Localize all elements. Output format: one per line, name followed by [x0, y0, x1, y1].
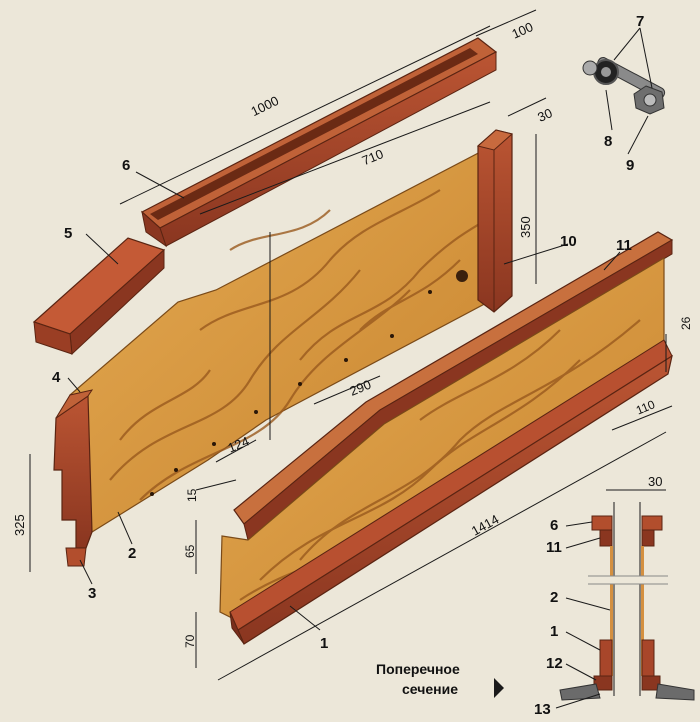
- nail-holes: [150, 290, 432, 496]
- part-10-vertical-post: [476, 129, 514, 313]
- callout-5: 5: [64, 225, 72, 242]
- bolt-head-icon: [582, 60, 598, 76]
- callout-3: 3: [88, 585, 96, 602]
- dimension-lines: [29, 9, 673, 681]
- dim-65: 65: [183, 544, 197, 558]
- callout-9: 9: [626, 157, 634, 174]
- dim-325: 325: [12, 514, 27, 536]
- part-1-base-rail: [229, 339, 673, 645]
- dim-1000: 1000: [249, 93, 282, 119]
- section-callout-13: 13: [534, 701, 551, 718]
- callout-4: 4: [52, 369, 61, 386]
- dim-350: 350: [518, 216, 533, 238]
- callout-7: 7: [636, 13, 644, 30]
- section-caption-line1: Поперечное: [376, 661, 460, 677]
- callout-1: 1: [320, 635, 328, 652]
- grain-lines: [109, 189, 487, 501]
- section-callout-1: 1: [550, 623, 558, 640]
- dim-70: 70: [183, 634, 197, 648]
- section-callout-6: 6: [550, 517, 558, 534]
- callout-10: 10: [560, 233, 577, 250]
- section-callout-11: 11: [546, 539, 562, 556]
- dim-15: 15: [185, 488, 199, 502]
- dim-100: 100: [509, 19, 535, 42]
- dim-1414: 1414: [469, 512, 502, 539]
- part-4-end-support: [53, 389, 94, 567]
- dim-710: 710: [360, 146, 386, 168]
- callout-8: 8: [604, 133, 612, 150]
- bolt-assembly: [582, 57, 666, 115]
- callout-11: 11: [616, 237, 632, 254]
- section-callout-2: 2: [550, 589, 558, 606]
- section-dim-30: 30: [648, 474, 662, 489]
- dim-110: 110: [634, 397, 657, 417]
- part-2-plywood-panel: [69, 147, 493, 533]
- part-5-block: [32, 237, 166, 356]
- caption-arrow-icon: [494, 678, 504, 698]
- dim-30: 30: [535, 105, 554, 125]
- cross-section-inset: [555, 489, 695, 709]
- dim-26: 26: [679, 316, 693, 330]
- callout-2: 2: [128, 545, 136, 562]
- callout-6: 6: [122, 157, 130, 174]
- section-callout-12: 12: [546, 655, 563, 672]
- section-caption-line2: сечение: [402, 681, 458, 697]
- leader-lines: [67, 27, 653, 631]
